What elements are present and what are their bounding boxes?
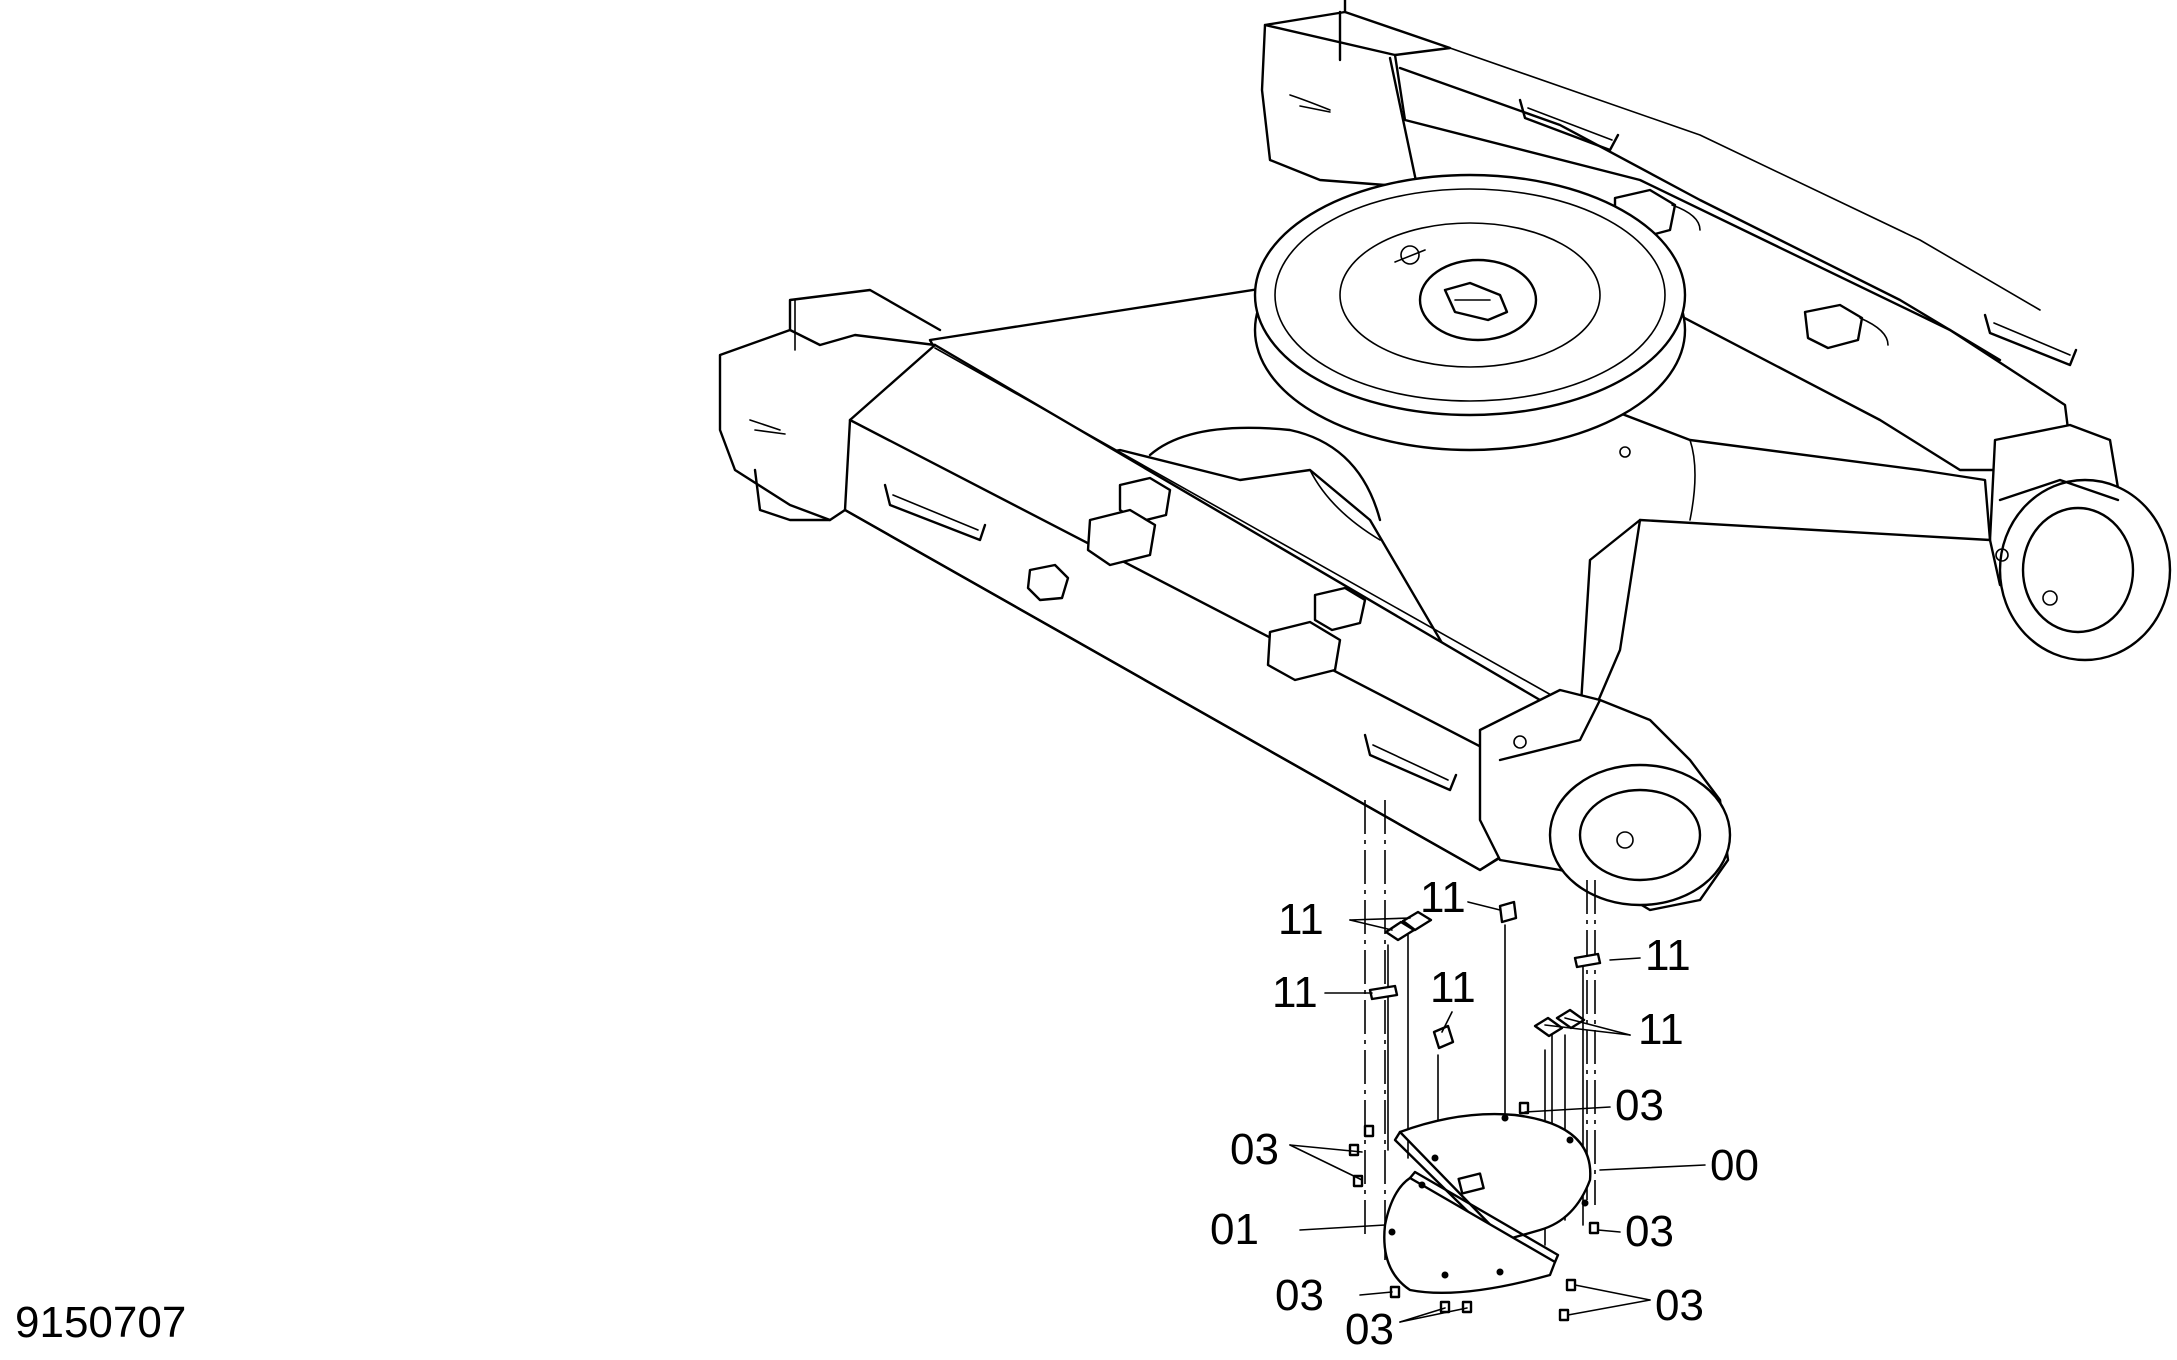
callout-11: 11 (1645, 931, 1691, 980)
bolt (1588, 1221, 1600, 1235)
callout-03: 03 (1655, 1281, 1704, 1330)
bolt (1348, 1143, 1360, 1157)
callout-11: 11 (1272, 968, 1318, 1017)
bolt (1565, 1278, 1577, 1292)
shim-parts (1368, 900, 1602, 1050)
callout-11: 11 (1278, 895, 1324, 944)
shim (1533, 1016, 1564, 1038)
callout-03: 03 (1615, 1081, 1664, 1130)
bolt (1439, 1300, 1451, 1314)
bolt (1363, 1124, 1375, 1138)
shim (1498, 900, 1518, 924)
shim (1368, 984, 1399, 1001)
callout-labels: 11 11 11 11 11 11 03 03 00 01 03 03 03 0… (1210, 873, 1759, 1354)
cover-plate-01 (1383, 1176, 1557, 1295)
callout-03: 03 (1275, 1271, 1324, 1320)
callout-11: 11 (1638, 1005, 1684, 1054)
cover-plate-00 (1398, 1112, 1592, 1242)
figure-id: 9150707 (15, 1298, 186, 1347)
shim (1573, 952, 1602, 969)
undercarriage-frame (718, 0, 2172, 912)
cover-plates (1383, 1112, 1592, 1295)
leader-lines (1289, 901, 1706, 1323)
callout-00: 00 (1710, 1141, 1759, 1190)
bolt (1389, 1285, 1401, 1299)
bolt (1558, 1308, 1570, 1322)
callout-03: 03 (1625, 1207, 1674, 1256)
bolt (1461, 1300, 1473, 1314)
callout-03: 03 (1345, 1305, 1394, 1354)
callout-11: 11 (1430, 963, 1476, 1012)
bolt (1518, 1101, 1530, 1115)
callout-03: 03 (1230, 1125, 1279, 1174)
callout-11: 11 (1420, 873, 1466, 922)
callout-01: 01 (1210, 1205, 1259, 1254)
shim (1401, 910, 1433, 932)
